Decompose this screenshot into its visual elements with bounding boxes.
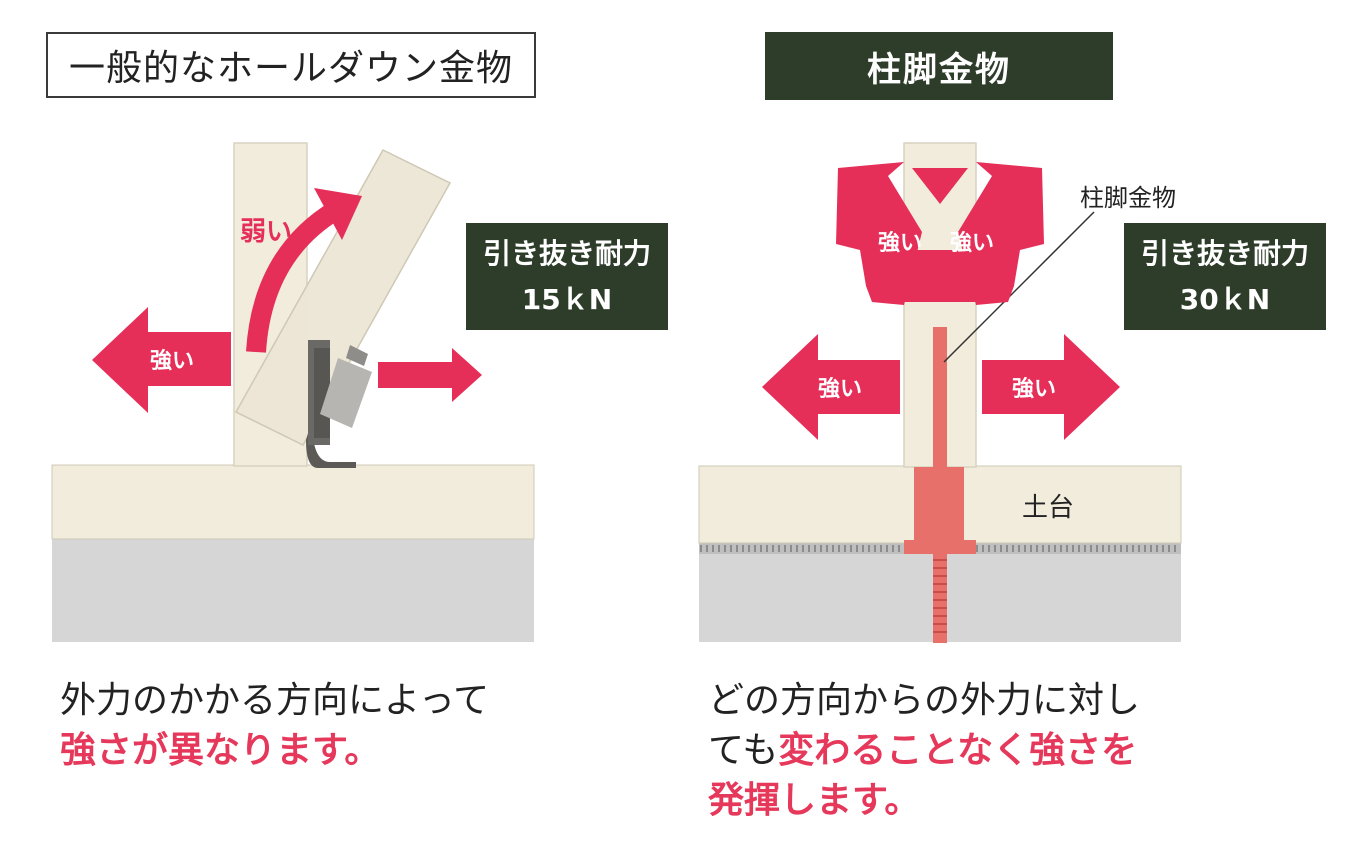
right-left-strong-arrow: 強い (762, 334, 900, 440)
callout-line (943, 211, 1095, 363)
left-caption-line1: 外力のかかる方向によって (60, 680, 490, 721)
column-base-diagram: 柱脚金物 強い 強い 強い 強い 土台 (698, 142, 1182, 643)
callout-label: 柱脚金物 (1080, 184, 1176, 212)
right-title: 柱脚金物 (765, 32, 1113, 100)
left-caption: 外力のかかる方向によって 強さが異なります。 (60, 676, 660, 776)
right-seam-texture (700, 545, 1176, 552)
right-right-strong-arrow: 強い (982, 334, 1120, 440)
right-caption-line2-highlight: 変わることなく強さを (778, 730, 1138, 771)
right-box-line2: 30ｋN (1179, 283, 1271, 316)
weak-curved-arrow (246, 188, 362, 353)
left-concrete-foundation (52, 538, 534, 642)
up-right-strong-label: 強い (950, 230, 994, 256)
column-base-hardware (904, 327, 976, 643)
right-caption-line2: ても変わることなく強さを (708, 726, 1348, 776)
left-tilted-post (234, 149, 452, 446)
holddown-diagram: 弱い 強い (51, 142, 535, 642)
right-box-line1: 引き抜き耐力 (1140, 237, 1309, 270)
up-left-strong-label: 強い (878, 230, 922, 256)
left-strong-label: 強い (150, 348, 194, 374)
left-box-line1: 引き抜き耐力 (482, 237, 651, 270)
left-right-small-arrow (378, 348, 482, 402)
right-caption: どの方向からの外力に対し ても変わることなく強さを 発揮します。 (708, 676, 1348, 826)
left-pullout-capacity-box: 引き抜き耐力 15ｋN (466, 223, 668, 330)
right-caption-line3: 発揮します。 (708, 780, 921, 821)
left-title: 一般的なホールダウン金物 (46, 32, 536, 98)
right-right-strong-label: 強い (1012, 376, 1056, 402)
holddown-hardware (306, 340, 372, 468)
up-twin-arrows (836, 162, 1044, 305)
left-box-line2: 15ｋN (521, 283, 613, 316)
left-strong-arrow: 強い (92, 307, 231, 413)
left-caption-line2: 強さが異なります。 (60, 730, 381, 771)
left-wood-sill (51, 464, 535, 540)
right-caption-line1: どの方向からの外力に対し (708, 680, 1141, 721)
right-caption-line2-plain: ても (708, 730, 779, 771)
weak-label: 弱い (240, 217, 292, 247)
right-pullout-capacity-box: 引き抜き耐力 30ｋN (1124, 223, 1326, 330)
base-label: 土台 (1022, 493, 1074, 523)
right-left-strong-label: 強い (818, 376, 862, 402)
